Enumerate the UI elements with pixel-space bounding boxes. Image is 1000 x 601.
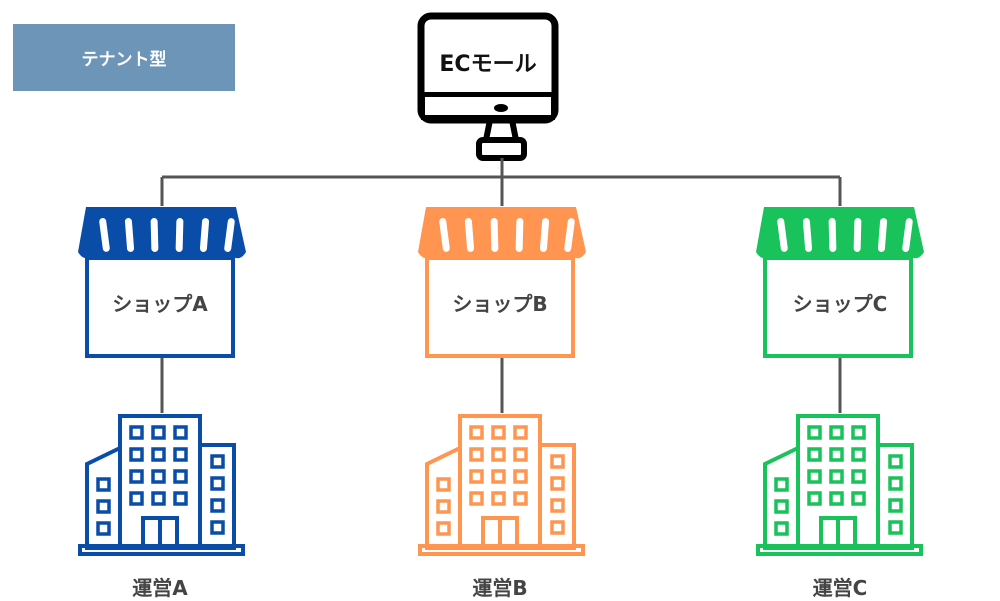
operator-b-label: 運営B bbox=[472, 576, 528, 600]
mall-label: ECモール bbox=[439, 52, 537, 77]
shop-c-operator-building-icon bbox=[756, 414, 923, 556]
shop-b-operator-building-icon bbox=[418, 414, 585, 556]
shop-a-store-icon bbox=[78, 207, 246, 358]
shop-b-label: ショップB bbox=[452, 292, 548, 316]
shop-c-label: ショップC bbox=[792, 292, 888, 316]
shop-a-label: ショップA bbox=[112, 292, 208, 316]
shop-c-store-icon bbox=[756, 207, 924, 358]
operator-a-label: 運営A bbox=[132, 576, 188, 600]
shop-b-store-icon bbox=[418, 207, 586, 358]
shop-a-operator-building-icon bbox=[78, 414, 245, 556]
connector-lines bbox=[160, 158, 842, 413]
monitor-icon bbox=[417, 12, 559, 161]
model-type-label: テナント型 bbox=[13, 24, 235, 91]
operator-c-label: 運営C bbox=[812, 576, 868, 600]
